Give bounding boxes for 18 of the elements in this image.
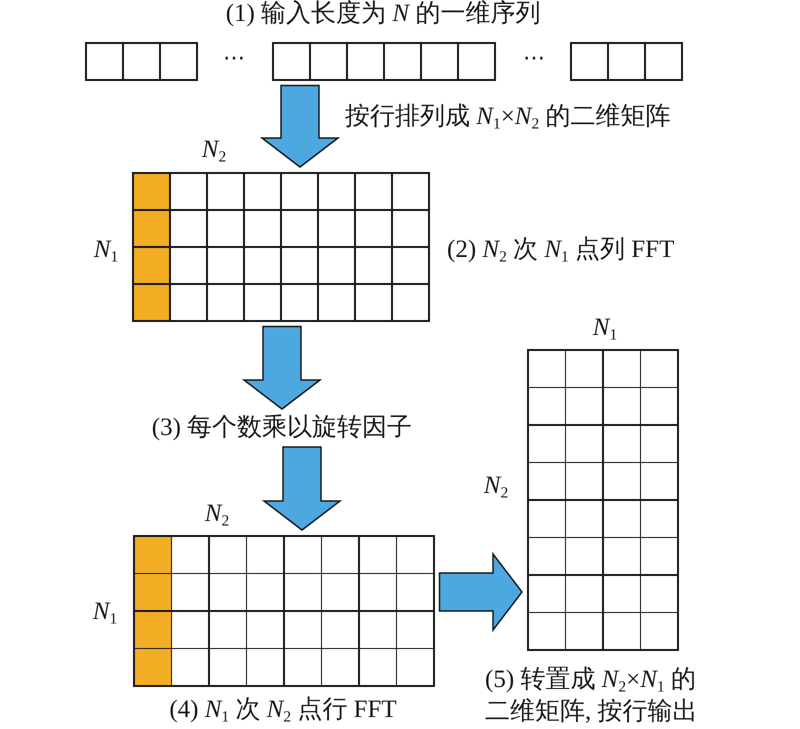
dimension-label: N$_{1}$: [94, 236, 118, 264]
step-label: (2) N$_{2}$ 次 N$_{1}$ 点列 FFT: [447, 236, 674, 264]
step-label: (5) 转置成 N$_{2}$×N$_{1}$ 的二维矩阵, 按行输出: [485, 665, 698, 727]
dimension-label: N$_{1}$: [592, 314, 618, 342]
edge-label: 按行排列成 N$_{1}$×N$_{2}$ 的二维矩阵: [345, 103, 670, 131]
block-arrow: [260, 84, 340, 168]
ellipsis: ⋯: [223, 45, 245, 73]
ellipsis: ⋯: [523, 45, 545, 73]
dimension-label: N$_{1}$: [92, 598, 118, 626]
block-arrow: [438, 552, 523, 632]
step-label: (3) 每个数乘以旋转因子: [152, 414, 412, 442]
dimension-label: N$_{2}$: [204, 500, 230, 528]
block-arrow: [242, 326, 322, 410]
dimension-label: N$_{2}$: [484, 472, 508, 500]
dimension-label: N$_{2}$: [202, 136, 226, 164]
step-label: (4) N$_{1}$ 次 N$_{2}$ 点行 FFT: [169, 696, 397, 724]
block-arrow: [262, 446, 342, 531]
step-label: (1) 输入长度为 N 的一维序列: [226, 0, 540, 28]
